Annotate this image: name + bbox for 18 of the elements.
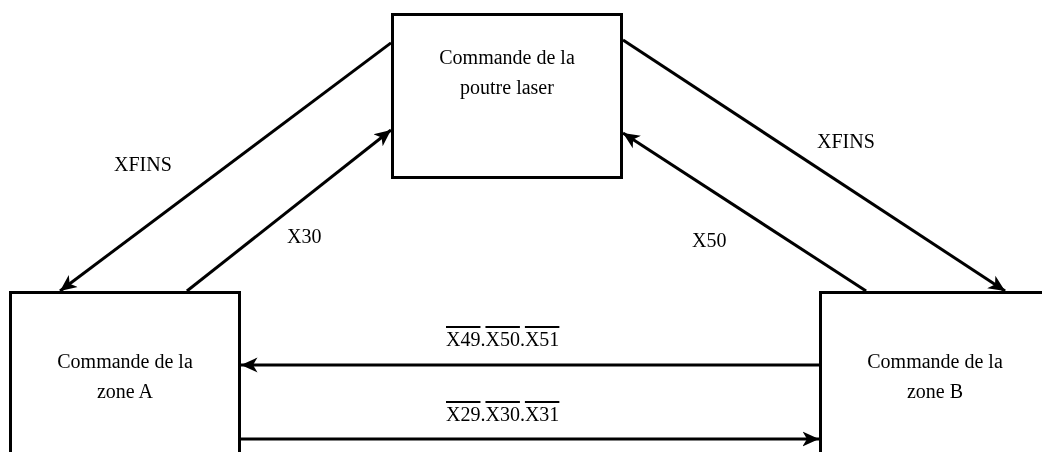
- signal-label: X49.X50.X51: [446, 327, 560, 351]
- process-box: [391, 13, 623, 179]
- signal-label: X30: [287, 224, 322, 248]
- process-box: [9, 291, 241, 452]
- signal-label: X50: [692, 228, 727, 252]
- box-label: Commande de la zone B: [866, 349, 1004, 404]
- box-label: Commande de la poutre laser: [438, 45, 576, 101]
- process-box: [819, 291, 1042, 452]
- arrow: [186, 128, 392, 293]
- arrow: [622, 131, 867, 293]
- arrow: [241, 357, 819, 373]
- signal-label: XFINS: [114, 152, 172, 176]
- box-label: Commande de la zone A: [56, 349, 194, 404]
- arrow: [59, 41, 392, 293]
- signal-label: X29.X30.X31: [446, 402, 560, 426]
- arrow: [622, 38, 1006, 293]
- signal-label: XFINS: [817, 129, 875, 153]
- arrow: [241, 431, 819, 447]
